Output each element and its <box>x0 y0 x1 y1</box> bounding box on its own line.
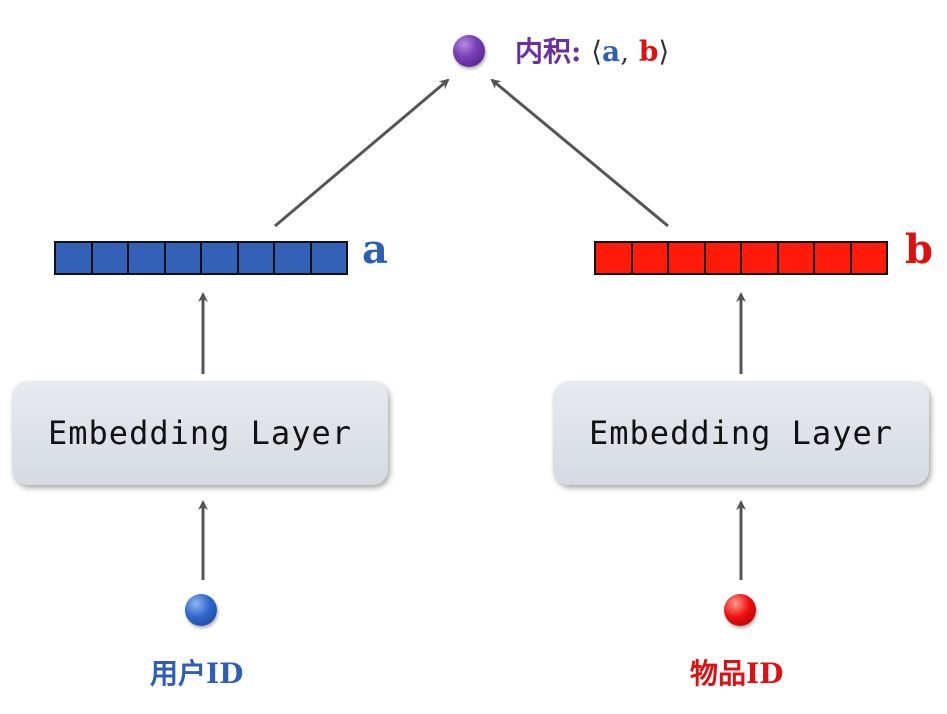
vector-a-cell <box>56 243 93 273</box>
vector-a <box>54 241 348 275</box>
vector-a-cell <box>275 243 312 273</box>
vector-b-cell <box>742 243 779 273</box>
vector-b-cell <box>632 243 669 273</box>
open-angle-bracket: ⟨ <box>591 35 603 68</box>
user-id-node <box>185 594 217 626</box>
vector-b-cell <box>815 243 852 273</box>
item-embedding-layer: Embedding Layer <box>553 381 929 485</box>
vector-b-label: b <box>905 226 933 273</box>
vector-a-cell <box>238 243 275 273</box>
close-angle-bracket: ⟩ <box>658 35 670 68</box>
arrow-b-to-output <box>490 78 669 228</box>
vector-b-cell <box>705 243 742 273</box>
inner-product-label: 内积: ⟨a, b⟩ <box>515 30 669 70</box>
user-id-label: 用户ID <box>150 657 244 690</box>
vector-a-cell <box>92 243 129 273</box>
vector-a-label: a <box>362 226 388 273</box>
vector-b-cell <box>778 243 815 273</box>
inner-product-a: a <box>602 35 621 68</box>
vector-b-cell <box>851 243 886 273</box>
inner-product-node <box>453 35 485 67</box>
vector-b-cell <box>596 243 633 273</box>
vector-a-cell <box>202 243 239 273</box>
inner-product-text: 内积: <box>515 35 582 68</box>
vector-a-cell <box>165 243 202 273</box>
item-id-label: 物品ID <box>690 657 784 690</box>
user-embedding-layer: Embedding Layer <box>12 381 388 485</box>
vector-b <box>594 241 888 275</box>
item-id-node <box>724 594 756 626</box>
arrow-a-to-output <box>274 78 450 228</box>
inner-product-comma: , <box>620 35 630 68</box>
inner-product-b: b <box>638 35 659 68</box>
vector-a-cell <box>129 243 166 273</box>
vector-b-cell <box>669 243 706 273</box>
vector-a-cell <box>311 243 346 273</box>
